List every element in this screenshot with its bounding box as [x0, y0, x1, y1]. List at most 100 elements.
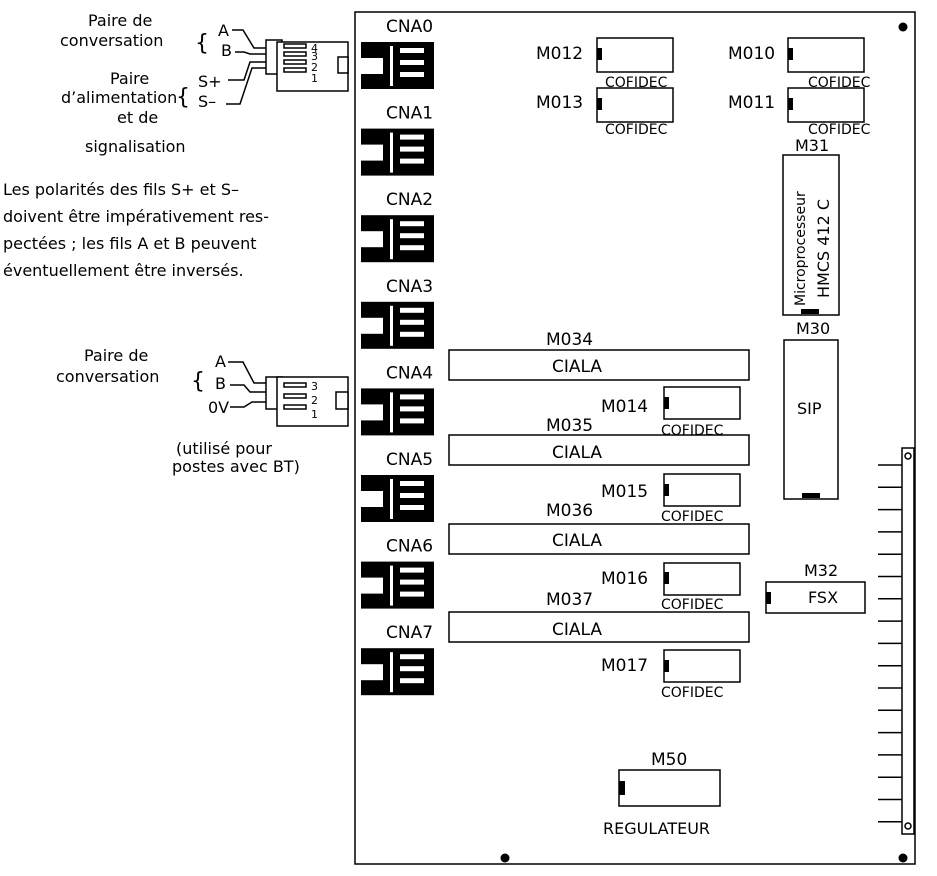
pair-conversation-line2: conversation [56, 367, 159, 386]
ciala-m035: M035 CIALA [448, 416, 750, 466]
pin-number: 2 [311, 61, 318, 74]
pin-slot [283, 382, 307, 388]
pin-slot [283, 67, 307, 73]
note-line: doivent être impérativement res- [3, 207, 269, 226]
regulator-ref: M50 [651, 750, 687, 770]
ciala-label: CIALA [552, 357, 602, 377]
edge-connector-pins [878, 464, 902, 823]
chip-body [783, 339, 839, 500]
ciala-label: CIALA [552, 443, 602, 463]
ciala-label: CIALA [552, 620, 602, 640]
cna-label: CNA5 [386, 450, 433, 470]
connector-pin-gap [400, 481, 424, 486]
connector-pin-gap [400, 72, 424, 77]
connector-pin-gap [400, 221, 424, 227]
mounting-hole [500, 853, 510, 863]
cna-connector: CNA6 [361, 537, 434, 609]
cofidec-ref: M017 [601, 656, 648, 676]
cofidec-label: COFIDEC [808, 122, 871, 138]
cna-label: CNA2 [386, 190, 433, 210]
microprocessor-line2: HMCS 412 C [814, 199, 833, 298]
cofidec-label: COFIDEC [605, 122, 668, 138]
connector-gap [390, 652, 393, 693]
microprocessor-line1: Microprocesseur [793, 191, 809, 306]
connector-gap [390, 565, 393, 606]
cofidec-ref: M010 [728, 44, 775, 64]
cofidec-ref: M013 [536, 93, 583, 113]
connector-gap [390, 46, 393, 86]
pin-number: 1 [311, 408, 318, 421]
chip-body [618, 769, 721, 807]
connector-pin-gap [400, 307, 424, 313]
connector-pin-gap [400, 146, 424, 152]
pin-number: 2 [311, 394, 318, 407]
cna-connector: CNA2 [361, 190, 434, 263]
pin1-marker [788, 48, 793, 60]
pin-number: 3 [311, 50, 318, 63]
cofidec-m015: M015 COFIDEC [601, 473, 741, 525]
connector-pin-gap [400, 654, 424, 660]
note-line: Les polarités des fils S+ et S– [3, 180, 239, 199]
edge-connector-hole [904, 822, 912, 830]
chip-body [782, 154, 840, 316]
connector-gap [390, 219, 393, 260]
cna-connector: CNA1 [361, 104, 434, 176]
chip-body [448, 523, 750, 555]
pair-conversation-line1: Paire de [84, 346, 148, 365]
chip-body [596, 87, 674, 123]
cofidec-label: COFIDEC [661, 597, 724, 613]
chip-body [596, 37, 674, 73]
wire-label: A [218, 21, 229, 40]
chip-body [787, 37, 865, 73]
cna-label: CNA7 [386, 623, 433, 643]
pair-conversation-line1: Paire de [88, 11, 152, 30]
connector-pin-gap [400, 319, 424, 325]
connector-gap [390, 305, 393, 346]
pair-alim-line2: d’alimentation [61, 88, 177, 107]
cofidec-ref: M016 [601, 569, 648, 589]
chip-body [448, 434, 750, 466]
pin-slot [283, 51, 307, 57]
cofidec-m011: M011 COFIDEC [728, 87, 871, 138]
ciala-label: CIALA [552, 531, 602, 551]
cofidec-label: COFIDEC [661, 509, 724, 525]
chip-body [448, 349, 750, 381]
cofidec-m010: M010 COFIDEC [728, 37, 871, 91]
connector-slot [361, 144, 383, 161]
microprocessor-m31: M31 Microprocesseur HMCS 412 C [782, 136, 840, 316]
pin-slot [283, 43, 307, 49]
cofidec-label: COFIDEC [605, 75, 668, 91]
cna-label: CNA0 [386, 17, 433, 37]
cna-label: CNA4 [386, 363, 433, 383]
brace: { [176, 85, 190, 110]
connector-gap [390, 132, 393, 173]
fsx-ref: M32 [804, 561, 838, 580]
wire-lead [228, 61, 266, 81]
wire-lead [235, 51, 266, 55]
pair-alim-line4: signalisation [85, 137, 186, 156]
connector-slot [361, 664, 383, 681]
wire-lead [232, 29, 266, 49]
pin1-marker [664, 660, 669, 672]
fsx-m32: M32 FSX [765, 561, 866, 614]
connector-pin-gap [400, 579, 424, 585]
plug-tab [337, 56, 349, 74]
pair-alim-line3: et de [117, 108, 158, 127]
usage-line1: (utilisé pour [176, 439, 272, 458]
regulator-label: REGULATEUR [603, 819, 710, 838]
pin-number: 1 [311, 72, 318, 85]
connector-pin-gap [400, 158, 424, 164]
pin1-marker [597, 48, 602, 60]
connector-pin-gap [400, 418, 424, 424]
pin1-marker [664, 484, 669, 496]
cofidec-m012: M012 COFIDEC [536, 37, 674, 91]
polarity-note: Les polarités des fils S+ et S– doivent … [3, 180, 269, 280]
wire-label: B [221, 41, 232, 60]
connector-pin-gap [400, 60, 424, 65]
ciala-ref: M037 [546, 590, 593, 610]
ciala-ref: M034 [546, 330, 593, 350]
brace: { [195, 31, 209, 56]
connector-pin-gap [400, 134, 424, 140]
mounting-hole [898, 22, 908, 32]
